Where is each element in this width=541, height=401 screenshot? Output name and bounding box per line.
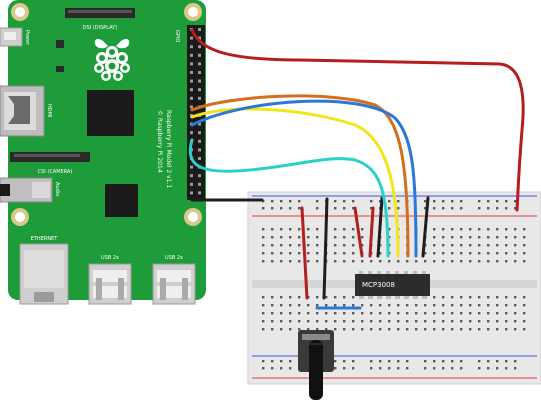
breadboard-holes	[262, 200, 526, 370]
usb-port-2	[152, 263, 196, 305]
potentiometer	[298, 330, 334, 400]
jumper-red-vref	[353, 206, 364, 258]
usb-port-1	[88, 263, 132, 305]
gpio-label: GPIO	[174, 30, 180, 42]
raspberry-pi-board: DSI (DISPLAY) Power	[0, 0, 206, 305]
jumper-black-agnd	[376, 196, 384, 258]
usb-controller-chip	[105, 184, 138, 217]
jumper-red-vdd	[368, 206, 375, 258]
soc-chip	[87, 90, 134, 136]
wire-orange-sclk	[190, 94, 410, 258]
breadboard-jumpers	[300, 196, 430, 310]
chip-label: MCP3008	[362, 281, 395, 289]
csi-label: CSI (CAMERA)	[38, 169, 73, 175]
pi-pcb	[8, 0, 206, 300]
ethernet-label: ETHERNET	[31, 236, 59, 242]
usb2-label: USB 2x	[165, 255, 183, 261]
wire-cyan-ce0	[188, 138, 390, 258]
model-label-line2: © Raspberry Pi 2014	[156, 110, 163, 173]
wire-blue-mosi	[190, 99, 418, 258]
power-label: Power	[24, 30, 30, 46]
jumper-red-left	[300, 206, 309, 300]
gpio-wires	[188, 28, 525, 258]
mcp3008-chip: MCP3008	[355, 271, 430, 299]
audio-label: Audio	[54, 182, 60, 196]
dsi-label: DSI (DISPLAY)	[83, 25, 118, 31]
raspberry-logo-icon	[94, 39, 130, 81]
jumper-black-dgnd	[421, 196, 430, 258]
jumper-black-left	[322, 197, 329, 300]
model-label-line1: Raspberry Pi Model 2 v1.1	[165, 110, 172, 188]
wire-red-3v3	[190, 28, 525, 212]
usb1-label: USB 2x	[101, 255, 119, 261]
hdmi-label: HDMI	[46, 104, 52, 117]
